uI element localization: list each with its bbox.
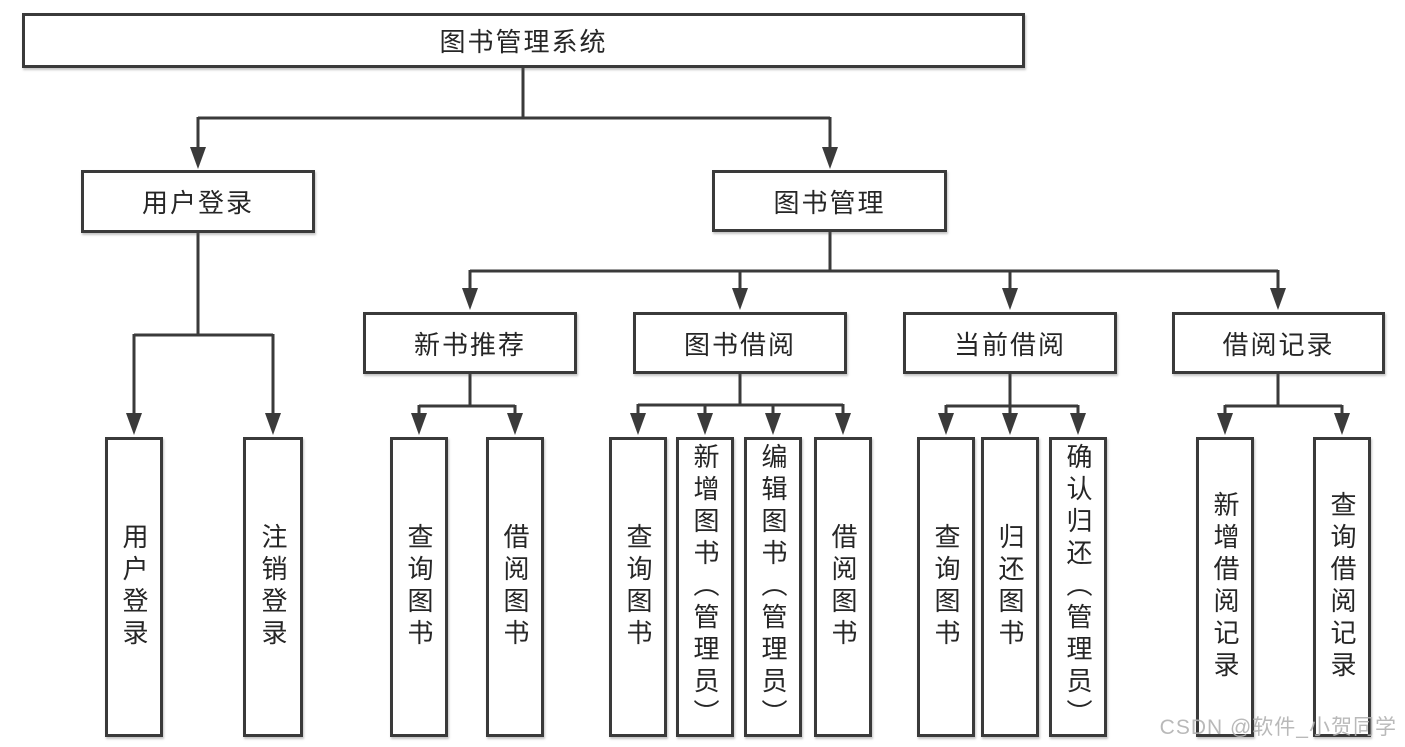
leaf-return-books: 归还图书: [981, 437, 1039, 737]
node-user-login: 用户登录: [81, 170, 315, 233]
leaf-borrow-books-label: 借阅图书: [828, 523, 858, 651]
leaf-borrow-books-recommend-label: 借阅图书: [500, 523, 530, 651]
leaf-logout-login: 注销登录: [243, 437, 303, 737]
leaf-query-books-borrow-label: 查询图书: [623, 523, 653, 651]
csdn-watermark: CSDN @软件_小贺同学: [1159, 716, 1397, 739]
leaf-user-login-label: 用户登录: [119, 523, 149, 651]
node-book-borrowing: 图书借阅: [633, 312, 847, 374]
leaf-add-borrow-record-label: 新增借阅记录: [1210, 491, 1240, 683]
leaf-edit-books-admin-label: 编辑图书（管理员）: [758, 443, 788, 731]
leaf-query-books-borrow: 查询图书: [609, 437, 667, 737]
node-borrowing-records: 借阅记录: [1172, 312, 1385, 374]
leaf-query-books-current: 查询图书: [917, 437, 975, 737]
leaf-return-books-label: 归还图书: [995, 523, 1025, 651]
leaf-add-books-admin-label: 新增图书（管理员）: [690, 443, 720, 731]
leaf-borrow-books: 借阅图书: [814, 437, 872, 737]
leaf-query-books-recommend-label: 查询图书: [404, 523, 434, 651]
leaf-user-login: 用户登录: [105, 437, 163, 737]
leaf-add-books-admin: 新增图书（管理员）: [676, 437, 734, 737]
node-root-system: 图书管理系统: [22, 13, 1025, 68]
leaf-query-books-current-label: 查询图书: [931, 523, 961, 651]
leaf-confirm-return-admin: 确认归还（管理员）: [1049, 437, 1107, 737]
leaf-edit-books-admin: 编辑图书（管理员）: [744, 437, 802, 737]
leaf-add-borrow-record: 新增借阅记录: [1196, 437, 1254, 737]
leaf-query-borrow-record-label: 查询借阅记录: [1327, 491, 1357, 683]
leaf-query-books-recommend: 查询图书: [390, 437, 448, 737]
node-current-borrowing: 当前借阅: [903, 312, 1117, 374]
node-new-book-recommendation: 新书推荐: [363, 312, 577, 374]
leaf-confirm-return-admin-label: 确认归还（管理员）: [1063, 443, 1093, 731]
node-book-management: 图书管理: [712, 170, 947, 232]
leaf-borrow-books-recommend: 借阅图书: [486, 437, 544, 737]
leaf-logout-login-label: 注销登录: [258, 523, 288, 651]
leaf-query-borrow-record: 查询借阅记录: [1313, 437, 1371, 737]
